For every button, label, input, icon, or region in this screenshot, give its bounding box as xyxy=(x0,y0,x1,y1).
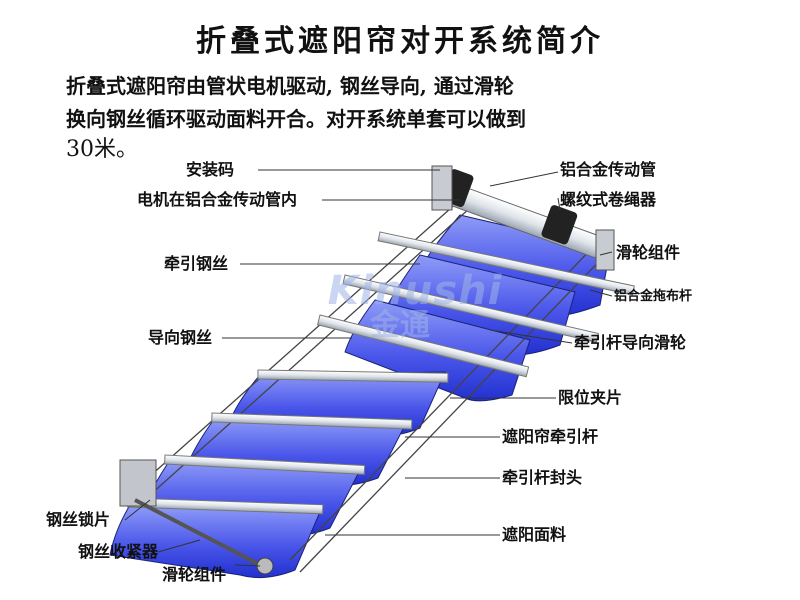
label-rod-end-cap: 牵引杆封头 xyxy=(502,468,583,487)
bracket-top xyxy=(431,165,453,211)
rod-5 xyxy=(211,412,413,430)
wire-lock-plate xyxy=(119,459,157,507)
bottom-rail xyxy=(134,498,271,572)
label-shade-rod: 遮阳帘牵引杆 xyxy=(502,427,599,446)
label-alu-drag-rod: 铝合金拖布杆 xyxy=(614,289,693,304)
label-traction-wire: 牵引钢丝 xyxy=(164,254,229,273)
watermark-cjk: 金通 xyxy=(370,308,430,343)
label-limit-clip: 限位夹片 xyxy=(558,388,623,407)
watermark-latin: Kinushi xyxy=(327,268,503,314)
drive-tube-assembly xyxy=(431,165,615,271)
rope-reel-right xyxy=(541,205,578,245)
intro-line-3: 30米。 xyxy=(66,137,138,162)
page-title: 折叠式遮阳帘对开系统简介 xyxy=(196,24,604,59)
label-pulley-right: 滑轮组件 xyxy=(616,243,681,262)
label-wire-tensioner: 钢丝收紧器 xyxy=(78,542,159,561)
leader-lines xyxy=(124,169,613,567)
label-motor-in-tube: 电机在铝合金传动管内 xyxy=(137,190,298,209)
wires xyxy=(139,199,611,573)
label-pulley-left: 滑轮组件 xyxy=(162,565,227,584)
traction-rods xyxy=(127,231,635,515)
bracket-right xyxy=(595,229,615,271)
rod-2 xyxy=(342,274,599,343)
rod-3 xyxy=(316,314,530,378)
label-wire-lock: 钢丝锁片 xyxy=(46,510,111,529)
rod-1 xyxy=(377,231,635,296)
intro-line-1: 折叠式遮阳帘由管状电机驱动, 钢丝导向, 通过滑轮 xyxy=(66,74,514,98)
label-shade-fabric: 遮阳面料 xyxy=(502,525,567,544)
bottom-frame xyxy=(119,459,274,575)
label-rope-reel: 螺纹式卷绳器 xyxy=(560,190,657,209)
intro-line-2: 换向钢丝循环驱动面料开合。对开系统单套可以做到 xyxy=(66,107,526,131)
rod-6 xyxy=(164,454,366,475)
label-rod-guide-pulley: 牵引杆导向滑轮 xyxy=(574,333,687,352)
label-guide-wire: 导向钢丝 xyxy=(148,328,213,347)
label-install-code: 安装码 xyxy=(186,160,235,179)
rod-4 xyxy=(257,369,449,383)
label-alu-drive-tube: 铝合金传动管 xyxy=(560,160,657,179)
